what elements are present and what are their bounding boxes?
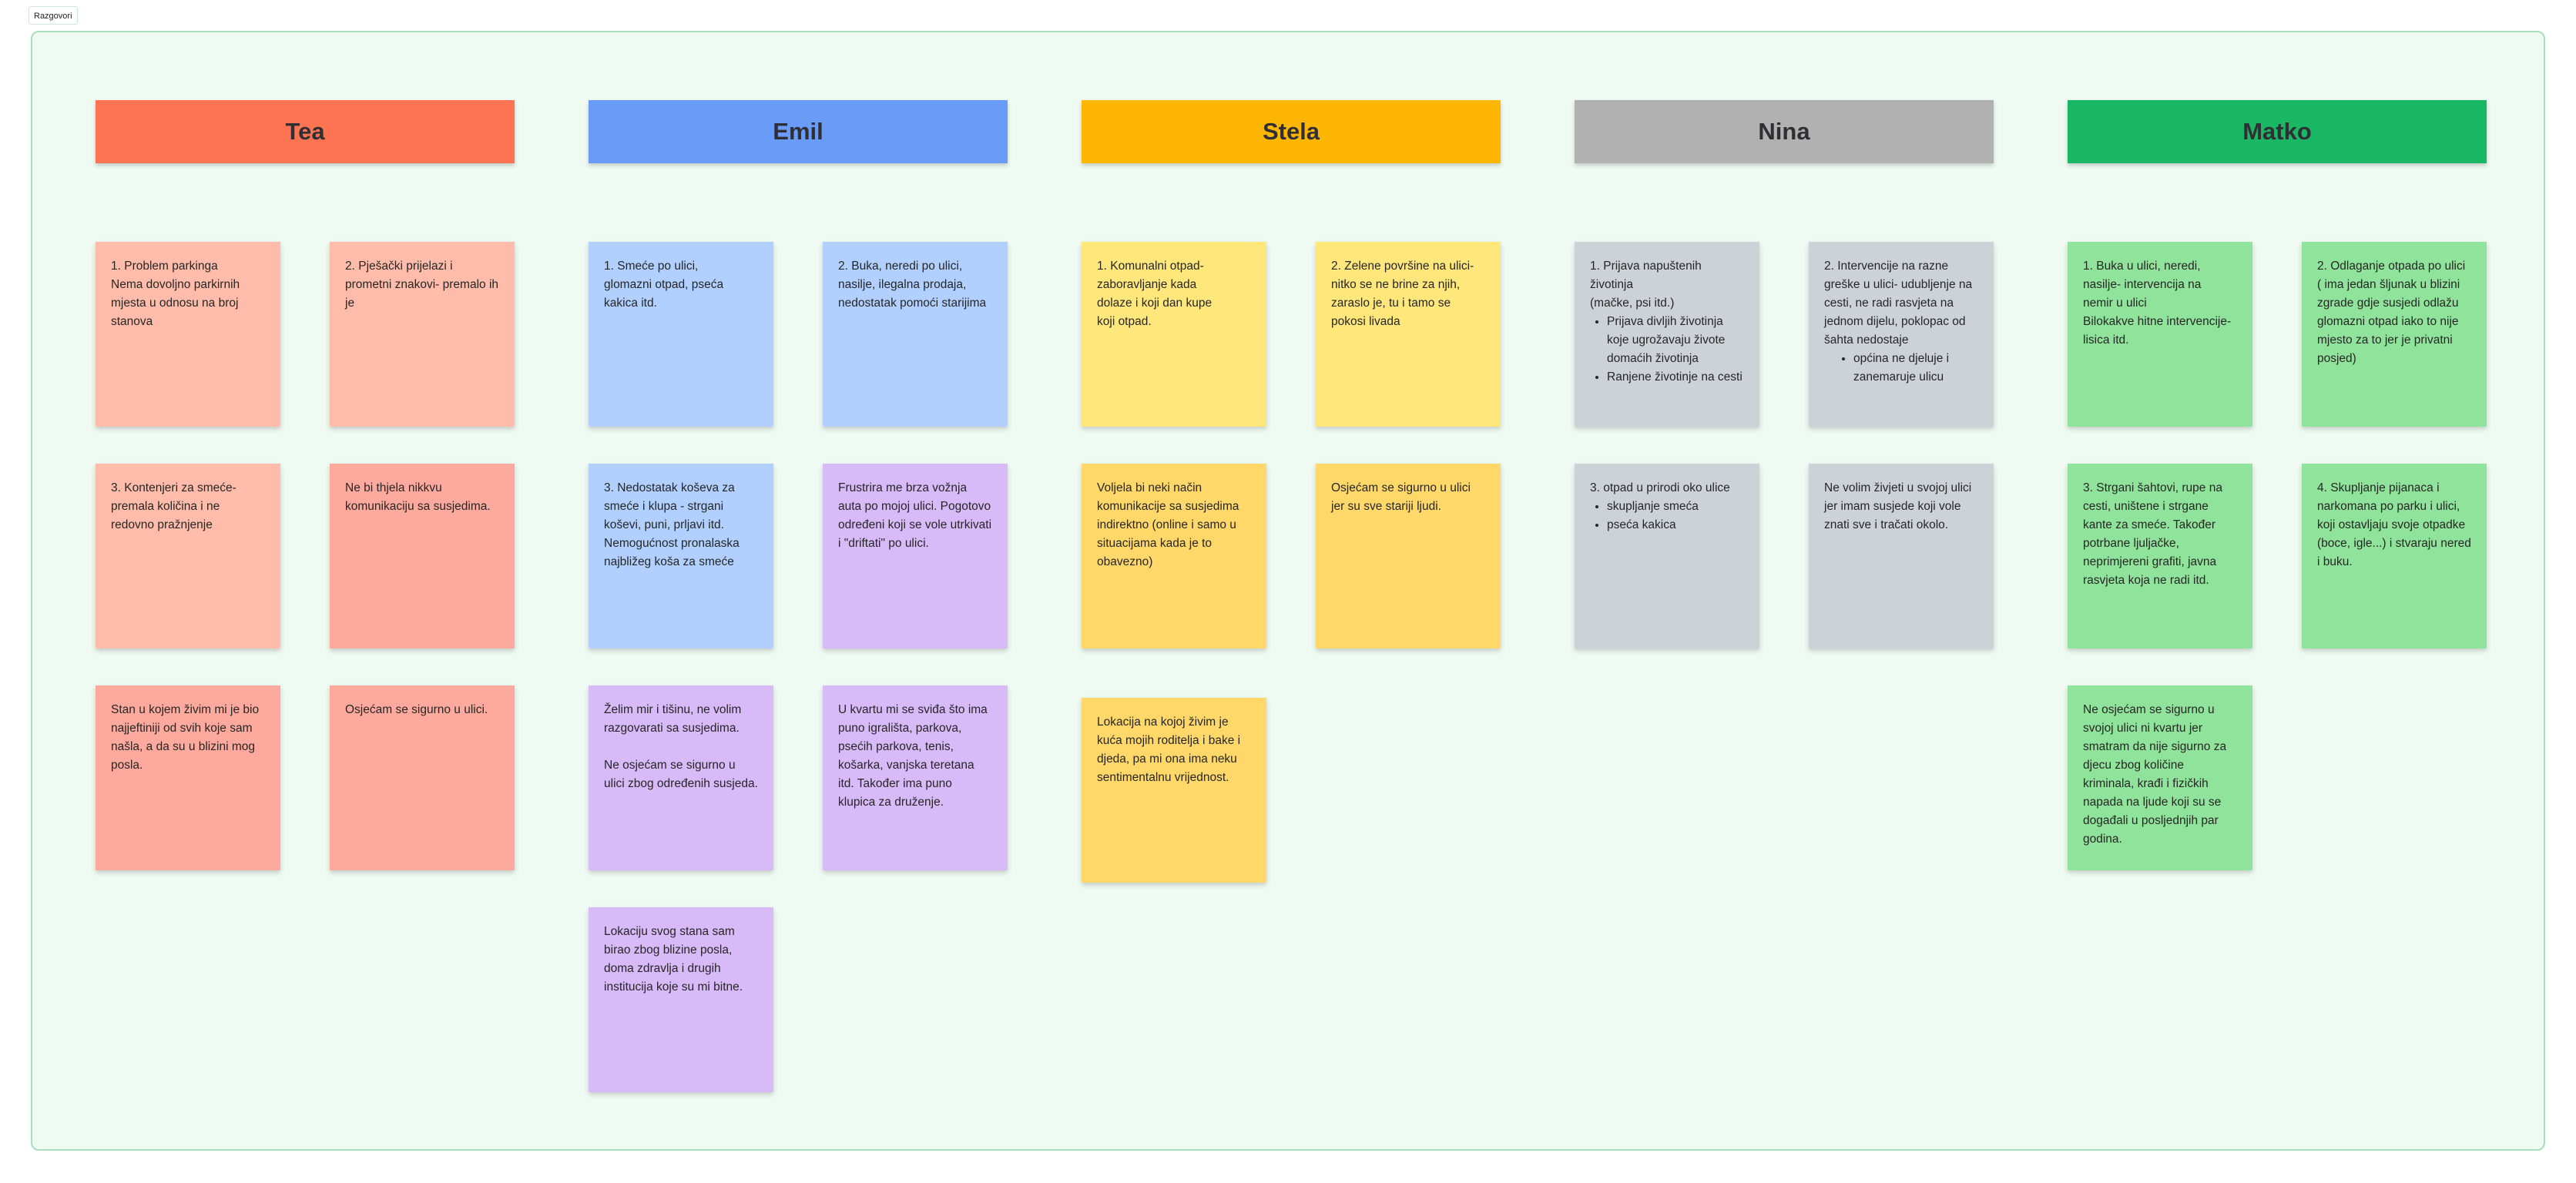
sticky-note-tea-6[interactable]: Osjećam se sigurno u ulici. [330, 685, 515, 870]
sticky-note-emil-6[interactable]: U kvartu mi se sviđa što ima puno igrali… [823, 685, 1008, 870]
sticky-note-tea-1[interactable]: 1. Problem parkinga Nema dovoljno parkir… [96, 242, 280, 427]
tab-razgovori[interactable]: Razgovori [29, 6, 78, 25]
sticky-note-matko-1[interactable]: 1. Buka u ulici, neredi, nasilje- interv… [2068, 242, 2252, 427]
sticky-note-tea-5[interactable]: Stan u kojem živim mi je bio najjeftinij… [96, 685, 280, 870]
sticky-note-tea-4[interactable]: Ne bi thjela nikkvu komunikaciju sa susj… [330, 464, 515, 648]
sticky-note-nina-3[interactable]: 3. otpad u prirodi oko ulice skupljanje … [1575, 464, 1759, 648]
nina-note-1-title: 1. Prijava napuštenih životinja (mačke, … [1590, 260, 1702, 310]
sticky-note-tea-3[interactable]: 3. Kontenjeri za smeće- premala količina… [96, 464, 280, 648]
sticky-note-matko-5[interactable]: Ne osjećam se sigurno u svojoj ulici ni … [2068, 685, 2252, 870]
nina-note-2-title: 2. Intervencije na razne greške u ulici-… [1824, 260, 1973, 347]
sticky-note-emil-1[interactable]: 1. Smeće po ulici, glomazni otpad, pseća… [589, 242, 773, 427]
sticky-note-tea-2[interactable]: 2. Pješački prijelazi i prometni znakovi… [330, 242, 515, 427]
sticky-note-emil-7[interactable]: Lokaciju svog stana sam birao zbog blizi… [589, 907, 773, 1092]
sticky-note-stela-5[interactable]: Lokacija na kojoj živim je kuća mojih ro… [1082, 698, 1266, 883]
sticky-note-emil-5[interactable]: Želim mir i tišinu, ne volim razgovarati… [589, 685, 773, 870]
nina-note-2-list: općina ne djeluje i zanemaruje ulicu [1824, 350, 1978, 387]
sticky-note-stela-4[interactable]: Osjećam se sigurno u ulici jer su sve st… [1316, 464, 1501, 648]
column-header-matko: Matko [2068, 100, 2487, 163]
sticky-note-stela-3[interactable]: Voljela bi neki način komunikacije sa su… [1082, 464, 1266, 648]
list-item: skupljanje smeća [1607, 498, 1744, 516]
sticky-note-matko-2[interactable]: 2. Odlaganje otpada po ulici ( ima jedan… [2302, 242, 2487, 427]
list-item: pseća kakica [1607, 516, 1744, 535]
sticky-note-emil-4[interactable]: Frustrira me brza vožnja auta po mojoj u… [823, 464, 1008, 648]
sticky-note-stela-1[interactable]: 1. Komunalni otpad- zaboravljanje kada d… [1082, 242, 1266, 427]
sticky-note-nina-2[interactable]: 2. Intervencije na razne greške u ulici-… [1809, 242, 1994, 427]
nina-note-3-list: skupljanje smeća pseća kakica [1590, 498, 1744, 535]
sticky-note-matko-3[interactable]: 3. Strgani šahtovi, rupe na cesti, uništ… [2068, 464, 2252, 648]
sticky-note-matko-4[interactable]: 4. Skupljanje pijanaca i narkomana po pa… [2302, 464, 2487, 648]
column-header-nina: Nina [1575, 100, 1994, 163]
sticky-note-stela-2[interactable]: 2. Zelene površine na ulici- nitko se ne… [1316, 242, 1501, 427]
column-header-stela: Stela [1082, 100, 1501, 163]
list-item: općina ne djeluje i zanemaruje ulicu [1853, 350, 1978, 387]
sticky-note-emil-3[interactable]: 3. Nedostatak koševa za smeće i klupa - … [589, 464, 773, 648]
column-header-tea: Tea [96, 100, 515, 163]
sticky-note-emil-2[interactable]: 2. Buka, neredi po ulici, nasilje, ilega… [823, 242, 1008, 427]
column-header-emil: Emil [589, 100, 1008, 163]
sticky-note-nina-1[interactable]: 1. Prijava napuštenih životinja (mačke, … [1575, 242, 1759, 427]
nina-note-3-title: 3. otpad u prirodi oko ulice [1590, 481, 1730, 494]
sticky-note-nina-4[interactable]: Ne volim živjeti u svojoj ulici jer imam… [1809, 464, 1994, 648]
nina-note-1-list: Prijava divljih životinja koje ugrožavaj… [1590, 313, 1744, 387]
list-item: Prijava divljih životinja koje ugrožavaj… [1607, 313, 1744, 368]
list-item: Ranjene životinje na cesti [1607, 368, 1744, 387]
